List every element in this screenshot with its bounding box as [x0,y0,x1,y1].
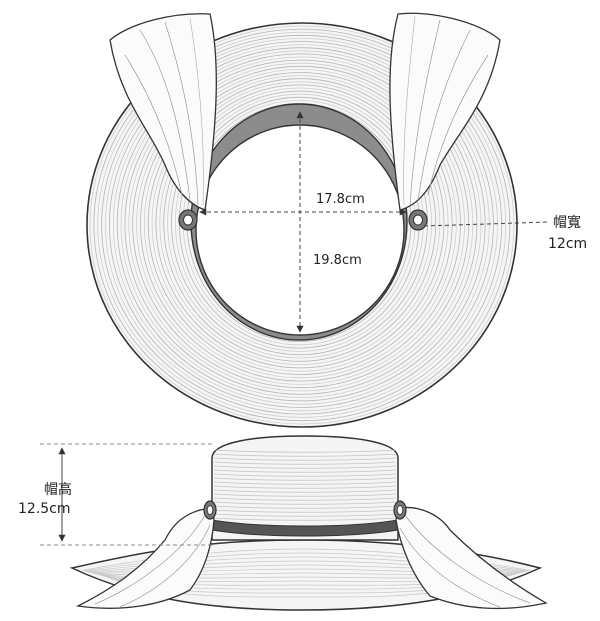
inner-length-label: 19.8cm [313,253,362,268]
crown-straw-line [213,473,397,477]
height-title: 帽高 [44,481,72,498]
crown-straw-line [213,453,397,457]
straw-ring [112,44,490,405]
height-value: 12.5cm [18,501,71,517]
crown-straw-line [213,517,397,521]
crown-straw-line [213,465,397,469]
straw-ring [105,38,498,412]
crown-straw-line [213,461,397,465]
top-view-left-grommet [178,209,198,231]
crown-straw-line [213,501,397,505]
crown-straw-line [213,489,397,493]
brim-width-value: 12cm [548,236,587,252]
crown-straw-line [213,485,397,489]
straw-ring [140,65,461,382]
straw-ring [132,59,470,389]
straw-ring [128,56,474,392]
top-view-straw-rings [89,25,515,425]
crown-straw-line [213,469,397,473]
straw-ring [97,31,507,418]
straw-ring [171,90,428,356]
side-view-left-grommet [203,500,217,520]
straw-ring [116,47,486,402]
crown-straw-line [213,481,397,485]
top-view-right-grommet [408,209,428,231]
crown-straw-line [213,497,397,501]
crown-straw-line [213,493,397,497]
top-view: 17.8cm 19.8cm 帽寬 12cm [86,12,587,428]
side-view-crown-straw [213,449,397,521]
side-view-left-ribbon [75,507,215,609]
straw-ring [101,34,503,415]
straw-ring [93,28,511,422]
inner-width-label: 17.8cm [316,192,365,207]
side-view-right-grommet [393,500,407,520]
straw-ring [155,78,445,369]
crown-straw-line [213,509,397,513]
straw-ring [143,69,457,379]
top-view-left-ribbon [109,13,217,211]
straw-ring [163,84,437,362]
crown-straw-line [213,505,397,509]
straw-ring [167,87,433,359]
crown-straw-line [213,449,397,453]
straw-ring [136,62,465,385]
straw-ring [159,81,441,365]
top-view-right-ribbon [389,12,501,211]
straw-ring [108,41,494,408]
crown-straw-line [213,513,397,517]
straw-ring [151,75,449,372]
brim-width-title: 帽寬 [553,214,581,231]
crown-straw-line [213,477,397,481]
crown-straw-line [213,457,397,461]
side-view: 帽高 12.5cm [18,435,548,611]
straw-ring [147,72,453,375]
straw-ring [89,25,515,425]
side-view-right-ribbon [395,506,548,610]
